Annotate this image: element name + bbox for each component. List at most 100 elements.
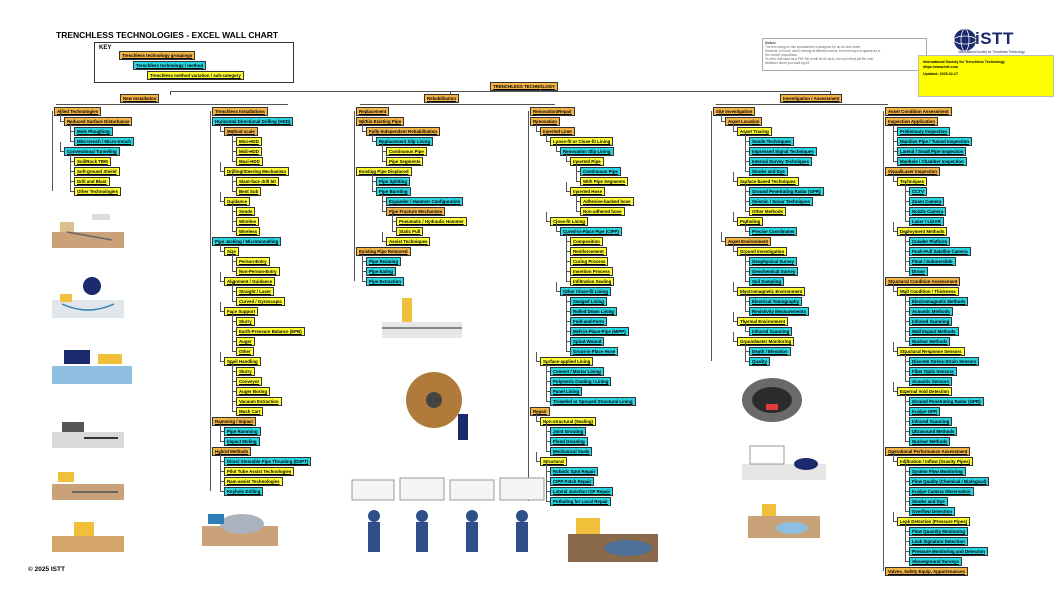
row-connector	[546, 221, 550, 222]
row-connector	[905, 492, 906, 501]
row-connector	[893, 521, 897, 522]
row-connector	[220, 171, 224, 172]
row-connector	[232, 322, 233, 331]
tree-node-col2-25: Spoil Handling	[224, 357, 261, 366]
row-connector	[232, 362, 233, 371]
tree-node-col4-6: Continuous Pipe	[580, 167, 621, 176]
row-connector	[546, 481, 550, 482]
tree-node-col6-37: Flow Quality (Chemical / Biological)	[909, 477, 990, 486]
row-connector	[372, 191, 376, 192]
row-connector	[566, 182, 567, 191]
row-connector	[220, 311, 224, 312]
tree-node-col2-16: Non-Person-Entry	[236, 267, 280, 276]
row-connector	[70, 161, 74, 162]
tree-node-col5-14: Ground Investigation	[737, 247, 788, 256]
row-connector	[905, 472, 906, 481]
row-connector	[546, 451, 550, 452]
tree-node-col2-8: Bent Sub	[236, 187, 262, 196]
tree-node-col6-26: Fiber Optic Sensors	[909, 367, 957, 376]
row-connector	[556, 151, 560, 152]
row-connector	[70, 172, 71, 181]
row-connector	[905, 532, 906, 541]
row-connector	[232, 331, 236, 332]
row-connector	[566, 321, 570, 322]
row-connector	[745, 171, 749, 172]
row-connector	[745, 292, 746, 301]
tree-node-col2-37: Ram-assist Technologies	[224, 477, 283, 486]
row-connector	[745, 222, 746, 231]
row-connector	[546, 391, 550, 392]
row-connector	[733, 131, 737, 132]
row-connector	[232, 381, 236, 382]
row-connector	[745, 201, 749, 202]
tree-node-col5-4: Impressed Signal Techniques	[749, 147, 817, 156]
tree-node-col4-35: Structural	[540, 457, 567, 466]
row-connector	[893, 282, 894, 291]
tree-node-col6-33: Nuclear Methods	[909, 437, 951, 446]
row-connector	[893, 161, 897, 162]
row-connector	[372, 182, 373, 191]
tree-node-col6-2: Preliminary Inspection	[897, 127, 951, 136]
tree-node-col6-3: Mainline Pipe / Tunnel Inspection	[897, 137, 972, 146]
row-connector	[905, 331, 909, 332]
info-url[interactable]: https://www.istt.com	[923, 64, 959, 69]
notes-line: The text sizing on this spreadsheet is d…	[765, 45, 862, 49]
row-connector	[905, 252, 906, 261]
row-connector	[733, 251, 737, 252]
row-connector	[745, 192, 746, 201]
tree-node-col2-35: Direct Steerable Pipe Thrusting (DSPT)	[224, 457, 312, 466]
row-connector	[546, 491, 550, 492]
tree-node-col6-7: Techniques	[897, 177, 928, 186]
row-connector	[905, 481, 909, 482]
row-connector	[566, 322, 567, 331]
row-connector	[905, 401, 909, 402]
row-connector	[905, 352, 906, 361]
pipe-ramming-illustration	[52, 472, 124, 500]
row-connector	[745, 311, 749, 312]
row-connector	[905, 261, 909, 262]
row-connector	[382, 161, 386, 162]
row-connector	[362, 262, 363, 271]
hdd-illustration	[52, 277, 124, 318]
row-connector	[745, 161, 749, 162]
tree-node-col2-15: Person-Entry	[236, 257, 270, 266]
row-connector	[893, 351, 897, 352]
row-connector	[905, 441, 909, 442]
row-connector	[566, 311, 570, 312]
tree-node-col6-21: Infrared Scanning	[909, 317, 953, 326]
row-connector	[905, 561, 909, 562]
tree-node-col2-36: Pilot Tube Assist Technologies	[224, 467, 295, 476]
row-connector	[546, 472, 547, 481]
tree-node-col4-25: Surface-applied Lining	[540, 357, 594, 366]
tree-node-col4-5: Inserted Pipe	[570, 157, 604, 166]
row-connector	[893, 152, 894, 161]
row-connector	[232, 231, 236, 232]
cipp-illustration	[568, 518, 658, 562]
tree-node-col2-21: Slurry	[236, 317, 255, 326]
row-connector	[566, 331, 570, 332]
tree-node-col5-1: Asset Location	[725, 117, 763, 126]
column-trunk	[883, 111, 884, 571]
row-connector	[905, 371, 909, 372]
row-connector	[220, 441, 224, 442]
row-connector	[232, 142, 233, 151]
row-connector	[733, 291, 737, 292]
row-connector	[905, 511, 909, 512]
row-connector	[536, 412, 537, 421]
tree-node-col5-9: Seismic / Sonar Techniques	[749, 197, 813, 206]
row-connector	[905, 392, 906, 401]
tree-node-col1-4: Conventional Tunneling	[64, 147, 120, 156]
tree-node-col2-14: Size	[224, 247, 239, 256]
row-connector	[905, 211, 909, 212]
row-connector	[733, 181, 737, 182]
row-connector	[546, 442, 547, 451]
row-connector	[905, 192, 906, 201]
branch-connector	[170, 91, 171, 95]
tree-node-col6-9: Zoom Camera	[909, 197, 945, 206]
row-connector	[566, 152, 567, 161]
row-connector	[220, 272, 221, 281]
key-label: KEY	[99, 45, 112, 51]
row-connector	[536, 452, 537, 461]
tree-node-col5-24: Depth / Elevation	[749, 347, 791, 356]
